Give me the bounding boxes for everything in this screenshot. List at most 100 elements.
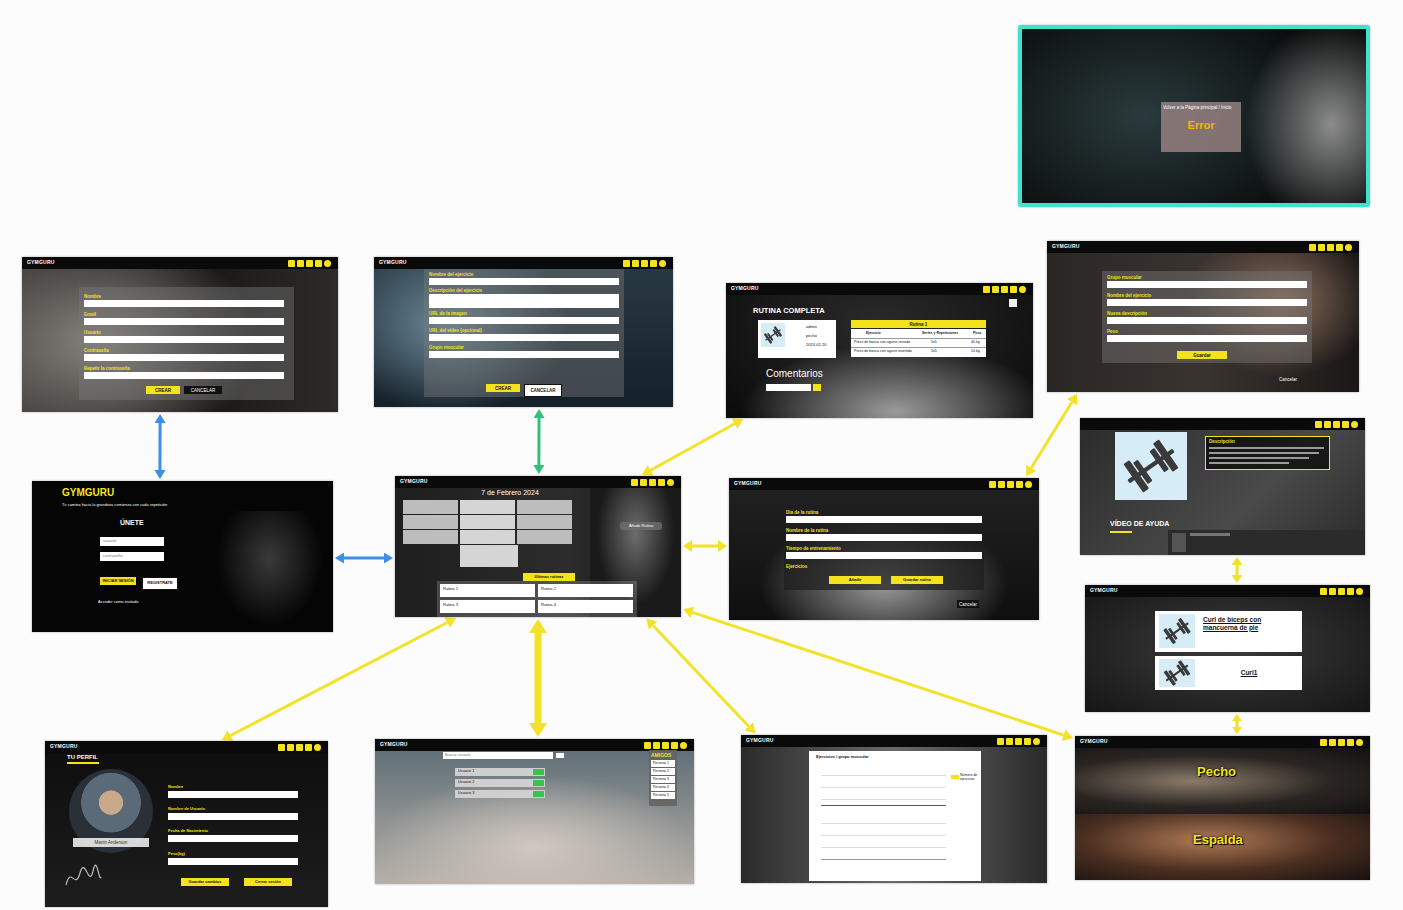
field-label: Nueva descripción <box>1107 311 1147 316</box>
input-field <box>84 300 284 307</box>
field-label: Usuario <box>84 330 101 335</box>
screen-text: Persona 4 <box>653 785 669 789</box>
nav-icon <box>1315 421 1322 428</box>
field-label: Nombre de Usuario <box>168 807 205 812</box>
nav-icon <box>287 744 294 751</box>
screen-text: Acceder como invitado <box>98 600 138 605</box>
nav-icon <box>623 260 630 267</box>
nav-icon <box>659 260 666 267</box>
top-bar <box>1085 585 1370 597</box>
screen-text: GYMGURU <box>62 487 114 499</box>
screen-text: Rutina 2 <box>541 587 556 592</box>
field-label: Email <box>84 312 96 317</box>
screen-text: admin <box>806 325 817 330</box>
grid-line <box>821 847 946 848</box>
nav-icon <box>1338 739 1345 746</box>
nav-icon <box>1356 739 1363 746</box>
nav-icon <box>1309 244 1316 251</box>
field-label: Grupo muscular <box>429 345 464 350</box>
screen-text: Comentarios <box>766 368 823 380</box>
flow-arrow <box>692 544 718 547</box>
nav-icon <box>1347 588 1354 595</box>
app-screen: DescripciónVÍDEO DE AYUDA <box>1080 418 1365 555</box>
screen-text: Ejercicio <box>866 331 881 335</box>
table-rule <box>851 338 986 339</box>
nav-icon <box>992 286 999 293</box>
video-thumb <box>1172 533 1186 552</box>
button-label: Cancelar <box>957 600 979 608</box>
signature-drawing <box>63 863 103 893</box>
nav-icon <box>631 479 638 486</box>
screen-text: Ejercicios / grupo muscular <box>816 755 868 760</box>
input-field <box>168 813 298 820</box>
legend-swatch <box>951 775 959 779</box>
nav-icon <box>1007 481 1014 488</box>
button-label: Cerrar sesión <box>244 878 292 886</box>
text-line <box>1209 457 1309 459</box>
screen-text: Persona 3 <box>653 777 669 781</box>
button-label: CREAR <box>486 384 520 392</box>
calendar-cell <box>403 515 458 529</box>
screen-text: 40 kg <box>971 340 980 344</box>
input-field <box>168 835 298 842</box>
nav-icon <box>324 260 331 267</box>
screen-text: Cancelar <box>1279 377 1297 382</box>
nav-icon <box>315 260 322 267</box>
screen-text: Rutina 4 <box>541 603 556 608</box>
screen-text: Persona 2 <box>653 769 669 773</box>
screen-text: Curl1 <box>1203 669 1295 677</box>
input-field <box>1107 299 1307 306</box>
app-screen: GYMGURUNombre del ejercicioDescripción d… <box>374 257 673 407</box>
screen-text: 10 kg <box>971 349 980 353</box>
app-logo: GYMGURU <box>400 478 428 484</box>
axis-line <box>821 859 946 860</box>
nav-icon <box>1351 421 1358 428</box>
screen-text: Buscar usuario <box>445 753 470 758</box>
button-label: Guardar <box>1177 351 1227 359</box>
flow-arrow <box>692 612 1063 735</box>
text-line <box>1209 452 1319 454</box>
textarea-field <box>429 294 619 308</box>
screen-text: VÍDEO DE AYUDA <box>1110 520 1169 528</box>
app-logo: GYMGURU <box>379 259 407 265</box>
button-label: Guardar rutina <box>891 576 943 584</box>
nav-icon <box>1333 421 1340 428</box>
input-field <box>1107 317 1307 324</box>
nav-icon <box>1329 588 1336 595</box>
flow-arrow <box>651 424 735 470</box>
input-field <box>429 334 619 341</box>
nav-icon <box>288 260 295 267</box>
photo-shade <box>212 511 327 631</box>
calendar-cell <box>403 530 458 544</box>
input-field <box>1107 335 1307 342</box>
screen-text: 5x5 <box>931 349 937 353</box>
screen-text: Curl de bíceps con mancuerna de pie <box>1203 616 1295 632</box>
text-line <box>1209 462 1289 464</box>
input-field <box>786 516 982 523</box>
nav-icon <box>305 744 312 751</box>
nav-icon <box>644 742 651 749</box>
screen-text: Persona 5 <box>653 793 669 797</box>
field-label: Contraseña <box>84 348 109 353</box>
button-label: CANCELAR <box>524 384 562 397</box>
dumbbell-drawing <box>761 323 785 347</box>
app-logo: GYMGURU <box>1090 587 1118 593</box>
top-bar <box>395 476 681 488</box>
field-label: URL del video (opcional) <box>429 328 482 333</box>
app-screen: GYMGURUTu camino hacia la grandeza comie… <box>32 481 333 632</box>
flow-arrow <box>1235 721 1238 727</box>
app-screen: GYMGURUDía de la rutinaNombre de la ruti… <box>729 478 1039 620</box>
dumbbell-drawing <box>1159 659 1195 687</box>
nav-icon <box>632 260 639 267</box>
calendar-cell <box>517 500 572 514</box>
flow-arrow <box>344 557 384 560</box>
dumbbell-icon <box>1159 614 1195 648</box>
dumbbell-drawing <box>1159 614 1195 648</box>
input-field <box>84 372 284 379</box>
search-button <box>556 753 564 758</box>
nav-icon <box>998 481 1005 488</box>
nav-icon <box>640 479 647 486</box>
nav-icon <box>989 481 996 488</box>
input-field <box>84 354 284 361</box>
